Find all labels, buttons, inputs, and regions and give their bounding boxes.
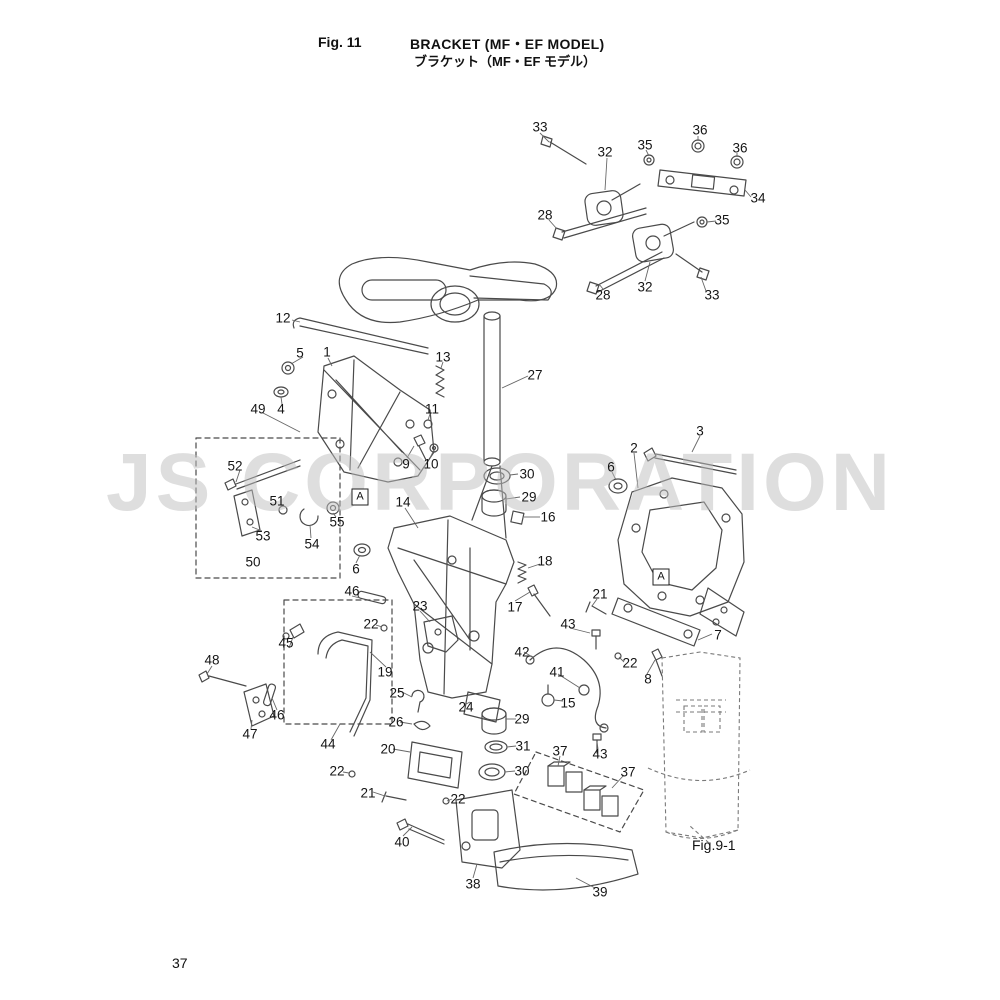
part-number-label: 25 bbox=[389, 685, 405, 701]
part-number-label: 4 bbox=[277, 401, 285, 417]
part-number-label: 11 bbox=[424, 401, 440, 417]
part-number-label: 1 bbox=[323, 344, 331, 360]
part-number-label: 37 bbox=[552, 743, 568, 759]
part-number-label: 6 bbox=[352, 561, 360, 577]
part-number-label: 26 bbox=[388, 714, 404, 730]
part-number-label: 22 bbox=[622, 655, 638, 671]
part-number-label: 35 bbox=[714, 212, 730, 228]
part-number-label: 30 bbox=[519, 466, 535, 482]
part-number-label: 32 bbox=[637, 279, 653, 295]
part-number-label: 48 bbox=[204, 652, 220, 668]
part-number-label: 35 bbox=[637, 137, 653, 153]
part-number-label: 33 bbox=[532, 119, 548, 135]
part-number-label: 10 bbox=[423, 456, 439, 472]
part-number-label: 38 bbox=[465, 876, 481, 892]
part-number-label: 46 bbox=[344, 583, 360, 599]
part-number-label: 46 bbox=[269, 707, 285, 723]
part-number-label: 2 bbox=[630, 440, 638, 456]
part-number-label: 18 bbox=[537, 553, 553, 569]
part-number-label: 8 bbox=[644, 671, 652, 687]
part-number-label: 9 bbox=[402, 456, 410, 472]
part-number-label: 29 bbox=[521, 489, 537, 505]
part-number-label: 39 bbox=[592, 884, 608, 900]
part-number-label: 43 bbox=[592, 746, 608, 762]
part-number-label: 22 bbox=[329, 763, 345, 779]
part-number-label: 34 bbox=[750, 190, 766, 206]
part-number-label: 28 bbox=[537, 207, 553, 223]
part-number-label: 54 bbox=[304, 536, 320, 552]
part-number-label: 14 bbox=[395, 494, 411, 510]
part-number-label: 43 bbox=[560, 616, 576, 632]
part-number-label: 53 bbox=[255, 528, 271, 544]
part-number-label: 12 bbox=[275, 310, 291, 326]
part-number-label: 52 bbox=[227, 458, 243, 474]
part-number-label: 36 bbox=[732, 140, 748, 156]
part-number-label: 45 bbox=[278, 635, 294, 651]
part-number-label: 29 bbox=[514, 711, 530, 727]
part-number-label: 13 bbox=[435, 349, 451, 365]
view-marker-a: A bbox=[351, 488, 369, 506]
part-number-label: 40 bbox=[394, 834, 410, 850]
part-number-label: 36 bbox=[692, 122, 708, 138]
part-number-label: 44 bbox=[320, 736, 336, 752]
part-number-label: 22 bbox=[450, 791, 466, 807]
part-number-label: 27 bbox=[527, 367, 543, 383]
part-number-label: 6 bbox=[607, 459, 615, 475]
part-number-label: 37 bbox=[620, 764, 636, 780]
part-number-label: 23 bbox=[412, 598, 428, 614]
part-number-label: 42 bbox=[514, 644, 530, 660]
figure-title-japanese: ブラケット（MF・EF モデル） bbox=[414, 54, 596, 69]
figure-title-english: BRACKET (MF・EF MODEL) bbox=[410, 36, 605, 52]
part-number-label: 32 bbox=[597, 144, 613, 160]
part-number-label: 47 bbox=[242, 726, 258, 742]
page-number: 37 bbox=[172, 955, 188, 971]
part-number-label: 41 bbox=[549, 664, 565, 680]
part-number-label: 33 bbox=[704, 287, 720, 303]
part-number-label: 5 bbox=[296, 345, 304, 361]
figure-reference: Fig.9-1 bbox=[692, 837, 736, 853]
part-number-label: 15 bbox=[560, 695, 576, 711]
part-number-label: 21 bbox=[592, 586, 608, 602]
part-number-label: 28 bbox=[595, 287, 611, 303]
part-number-label: 21 bbox=[360, 785, 376, 801]
part-number-label: 30 bbox=[514, 763, 530, 779]
part-number-label: 17 bbox=[507, 599, 523, 615]
part-number-label: 49 bbox=[250, 401, 266, 417]
view-marker-a: A bbox=[652, 568, 670, 586]
part-number-label: 20 bbox=[380, 741, 396, 757]
part-number-label: 3 bbox=[696, 423, 704, 439]
part-number-label: 16 bbox=[540, 509, 556, 525]
part-number-label: 50 bbox=[245, 554, 261, 570]
part-number-label: 31 bbox=[515, 738, 531, 754]
part-number-label: 19 bbox=[377, 664, 393, 680]
part-number-label: 22 bbox=[363, 616, 379, 632]
figure-number: Fig. 11 bbox=[318, 34, 362, 50]
part-number-label: 55 bbox=[329, 514, 345, 530]
part-number-label: 51 bbox=[269, 493, 285, 509]
part-number-label: 24 bbox=[458, 699, 474, 715]
part-number-label: 7 bbox=[714, 627, 722, 643]
